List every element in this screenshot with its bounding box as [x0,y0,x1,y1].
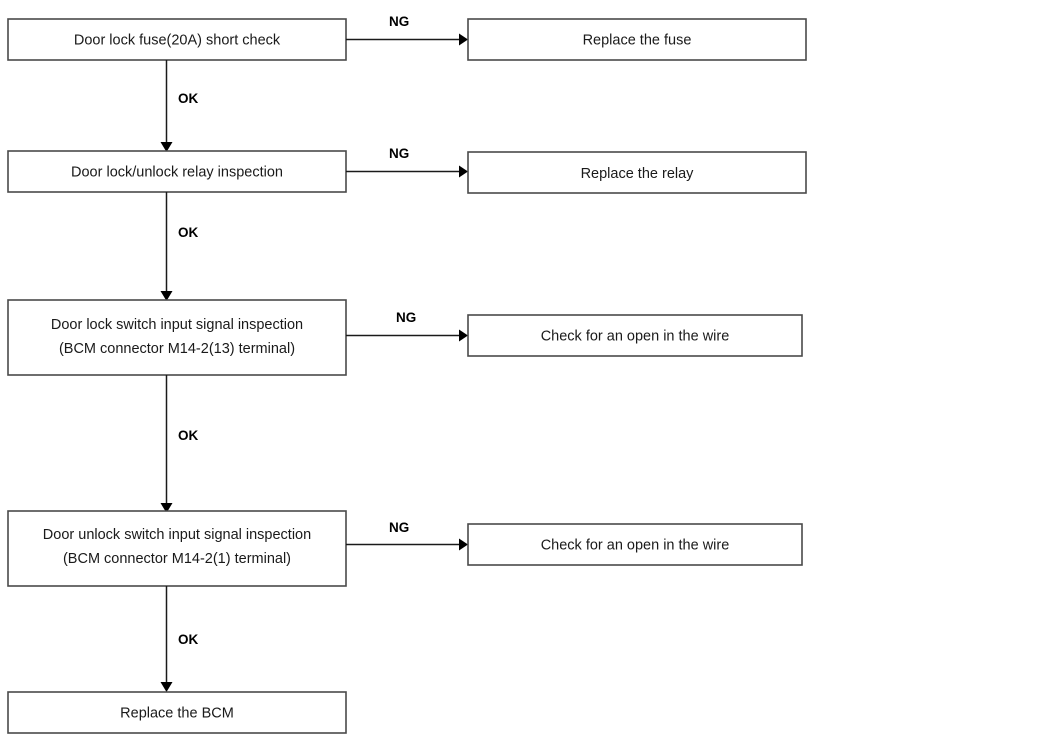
node-box-step-3 [7,299,347,376]
node-label-step-3-ng-result-line-1: Check for an open in the wire [541,328,730,344]
node-box-step-4 [7,510,347,587]
node-label-step-1-line-1: Door lock fuse(20A) short check [74,32,281,48]
edge-step-2-ng: NG [346,146,468,178]
flow-node-step-3-ng-result[interactable]: Check for an open in the wire [467,314,803,357]
node-box-step-final [7,691,347,734]
edge-step-3-ok: OK [160,375,199,513]
arrow-head-step-4-ok [160,682,173,692]
node-label-step-1-ng-result-line-1: Replace the fuse [583,32,692,48]
flow-node-step-2-ng-result[interactable]: Replace the relay [467,151,807,194]
edge-label-step-4-ok: OK [178,632,199,647]
node-box-step-2 [7,150,347,193]
node-label-step-4-line-2: (BCM connector M14-2(1) terminal) [63,551,291,567]
node-label-step-final-line-1: Replace the BCM [120,705,234,721]
edge-label-step-3-ok: OK [178,428,199,443]
arrow-head-step-2-ng [459,165,468,178]
node-label-step-3-line-1: Door lock switch input signal inspection [51,317,303,333]
flow-node-step-final[interactable]: Replace the BCM [7,691,347,734]
flow-node-step-2[interactable]: Door lock/unlock relay inspection [7,150,347,193]
edge-step-3-ng: NG [346,310,468,342]
edge-step-1-ok: OK [160,60,199,152]
edge-label-step-3-ng: NG [396,310,416,325]
arrow-head-step-1-ng [459,33,468,46]
node-label-step-4-line-1: Door unlock switch input signal inspecti… [43,527,311,543]
flow-node-step-4-ng-result[interactable]: Check for an open in the wire [467,523,803,566]
edge-label-step-4-ng: NG [389,520,409,535]
node-box-step-1 [7,18,347,61]
edge-step-4-ng: NG [346,520,468,551]
flow-node-step-1-ng-result[interactable]: Replace the fuse [467,18,807,61]
node-label-step-2-line-1: Door lock/unlock relay inspection [71,164,283,180]
node-box-step-4-ng-result [467,523,803,566]
arrow-head-step-4-ng [459,538,468,551]
node-label-step-3-line-2: (BCM connector M14-2(13) terminal) [59,341,295,357]
node-label-step-4-ng-result-line-1: Check for an open in the wire [541,537,730,553]
edge-step-1-ng: NG [346,14,468,46]
node-box-step-3-ng-result [467,314,803,357]
flow-node-step-4[interactable]: Door unlock switch input signal inspecti… [7,510,347,587]
arrow-head-step-2-ok [160,291,173,301]
edge-label-step-2-ng: NG [389,146,409,161]
arrow-head-step-3-ng [459,329,468,342]
node-label-step-2-ng-result-line-1: Replace the relay [581,166,695,182]
node-box-step-2-ng-result [467,151,807,194]
arrow-head-step-1-ok [160,142,173,152]
edge-step-2-ok: OK [160,192,199,301]
flow-node-step-1[interactable]: Door lock fuse(20A) short check [7,18,347,61]
edge-step-4-ok: OK [160,586,199,692]
flow-node-step-3[interactable]: Door lock switch input signal inspection… [7,299,347,376]
edge-label-step-1-ok: OK [178,91,199,106]
edge-label-step-2-ok: OK [178,225,199,240]
arrow-head-step-3-ok [160,503,173,513]
edge-label-step-1-ng: NG [389,14,409,29]
node-box-step-1-ng-result [467,18,807,61]
